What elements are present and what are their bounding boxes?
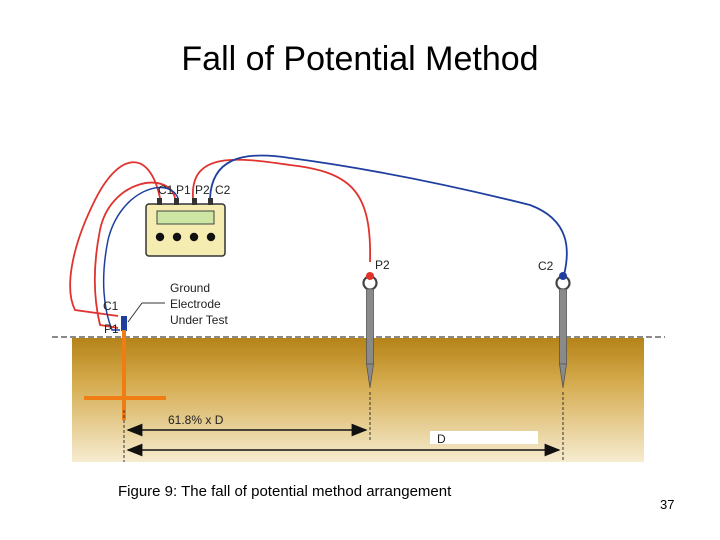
meter-screen (156, 210, 215, 225)
ground-electrode-label-2: Electrode (170, 297, 221, 311)
lead-p1-blue (102, 186, 179, 331)
meter-terminal-p1 (174, 198, 179, 205)
terminal-label-p2: P2 (195, 183, 210, 197)
meter-knob (172, 232, 182, 242)
electrode-pointer-line (127, 302, 143, 323)
meter-knob (206, 232, 216, 242)
distance-label-c2: D (437, 432, 446, 446)
ground-electrode-label-1: Ground (170, 281, 210, 295)
probe-c2-label: C2 (538, 259, 554, 273)
meter-knob (189, 232, 199, 242)
distance-label-p2: 61.8% x D (168, 413, 224, 427)
probe-p2-label: P2 (375, 258, 390, 272)
probe-c2 (555, 272, 571, 389)
slide-title: Fall of Potential Method (181, 40, 539, 78)
lead-p2-red (192, 158, 371, 263)
page-number: 37 (660, 497, 675, 512)
meter-terminal-c2 (208, 198, 213, 205)
lead-c1-outer-red (69, 161, 161, 317)
distance-label-bg (430, 431, 538, 444)
ground-electrode-label-3: Under Test (170, 313, 228, 327)
electrode-label-p1: P1 (104, 322, 119, 336)
soil (72, 338, 644, 462)
probe-p2 (362, 272, 378, 389)
terminal-label-c2: C2 (215, 183, 231, 197)
earth-tester-meter (145, 198, 226, 257)
terminal-label-c1: C1 (158, 183, 174, 197)
meter-terminal-p2 (192, 198, 197, 205)
meter-knob (155, 232, 165, 242)
terminal-label-p1: P1 (176, 183, 191, 197)
meter-terminal-c1 (157, 198, 162, 205)
figure-caption: Figure 9: The fall of potential method a… (118, 483, 452, 500)
ground-electrode (84, 316, 166, 420)
lead-p1-red (93, 181, 176, 329)
lead-c2-blue (209, 154, 568, 276)
electrode-label-c1: C1 (103, 299, 119, 313)
